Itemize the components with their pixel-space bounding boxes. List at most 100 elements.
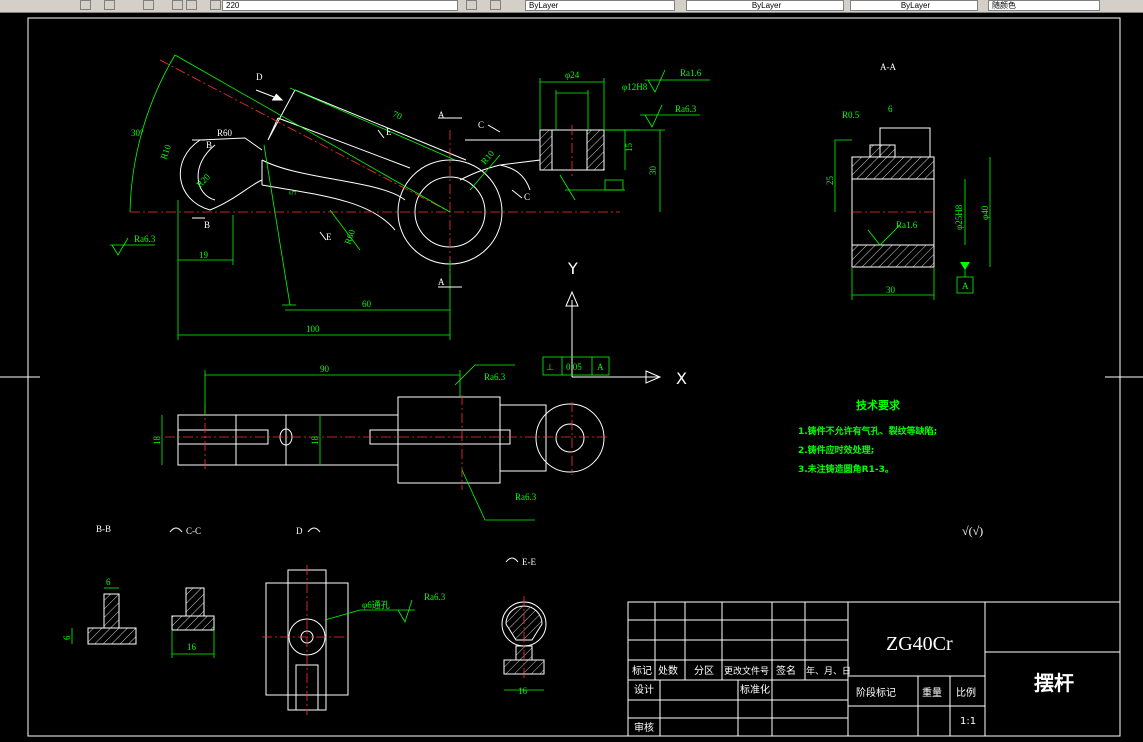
- svg-text:X: X: [676, 369, 687, 388]
- svg-text:√(√): √(√): [962, 524, 983, 538]
- svg-text:18: 18: [152, 436, 162, 446]
- svg-text:R10: R10: [158, 143, 173, 161]
- svg-text:比例: 比例: [956, 686, 976, 699]
- svg-text:R20: R20: [194, 171, 212, 189]
- svg-text:70: 70: [391, 109, 404, 122]
- top-view: 90 18 18 Ra6.3 Ra6.3: [152, 364, 610, 521]
- svg-text:5: 5: [288, 190, 298, 195]
- svg-text:处数: 处数: [658, 664, 678, 677]
- svg-text:Ra6.3: Ra6.3: [675, 104, 697, 114]
- svg-text:A: A: [597, 362, 604, 372]
- cad-drawing: 30° R10 R60 B B R20 D 70 E E 5 R60 R10 A…: [0, 17, 1143, 737]
- tech-requirements: 技术要求 1.铸件不允许有气孔、裂纹等缺陷; 2.铸件应时效处理; 3.未注铸造…: [798, 398, 983, 538]
- svg-text:D: D: [296, 526, 303, 536]
- section-cc: C-C 16: [169, 526, 215, 658]
- svg-text:1:1: 1:1: [960, 716, 976, 727]
- svg-text:60: 60: [362, 299, 372, 309]
- main-view: 30° R10 R60 B B R20 D 70 E E 5 R60 R10 A…: [110, 54, 710, 340]
- plotstyle-dropdown[interactable]: 随颜色: [988, 0, 1100, 11]
- svg-text:18: 18: [310, 436, 320, 446]
- svg-text:15: 15: [624, 143, 634, 153]
- svg-text:0.05: 0.05: [566, 362, 582, 372]
- svg-text:30: 30: [648, 166, 658, 176]
- svg-text:φ40: φ40: [980, 205, 990, 220]
- svg-text:100: 100: [306, 324, 320, 334]
- lineweight-dropdown[interactable]: ByLayer: [850, 0, 978, 11]
- svg-text:标准化: 标准化: [740, 683, 770, 696]
- svg-text:Ra1.6: Ra1.6: [896, 220, 918, 230]
- svg-text:签名: 签名: [776, 664, 796, 677]
- linetype-dropdown[interactable]: ByLayer: [686, 0, 844, 11]
- svg-text:Ra1.6: Ra1.6: [680, 68, 702, 78]
- svg-text:A-A: A-A: [880, 62, 896, 72]
- svg-text:Ra6.3: Ra6.3: [484, 372, 506, 382]
- svg-text:C: C: [478, 120, 484, 130]
- svg-text:25: 25: [825, 176, 835, 186]
- section-aa: A-A R0.5 6 25 φ25H8 φ40 Ra1.6 30 A: [825, 62, 991, 300]
- svg-text:D: D: [256, 72, 263, 82]
- svg-text:16: 16: [187, 642, 197, 652]
- view-d: D φ6通孔 Ra6.3: [262, 526, 446, 715]
- bulb-icon[interactable]: [172, 0, 183, 10]
- svg-text:φ6通孔: φ6通孔: [362, 600, 390, 610]
- svg-text:年、月、日: 年、月、日: [806, 665, 851, 677]
- ucs-axes: Y X ⊥ 0.05 A: [542, 259, 687, 388]
- svg-text:标记: 标记: [632, 665, 652, 677]
- svg-text:30°: 30°: [131, 128, 144, 138]
- section-bb: B-B 6 6: [62, 524, 137, 645]
- section-ee: E-E 16: [501, 557, 547, 696]
- svg-text:φ24: φ24: [565, 70, 580, 80]
- svg-text:重量: 重量: [922, 686, 942, 699]
- svg-text:Y: Y: [567, 259, 578, 278]
- svg-text:B: B: [204, 220, 210, 230]
- svg-text:E-E: E-E: [522, 557, 536, 567]
- svg-text:90: 90: [320, 364, 330, 374]
- svg-text:Ra6.3: Ra6.3: [515, 492, 537, 502]
- svg-text:A: A: [962, 281, 969, 291]
- svg-text:R10: R10: [479, 148, 497, 166]
- svg-text:更改文件号: 更改文件号: [724, 665, 769, 677]
- svg-text:B-B: B-B: [96, 524, 111, 534]
- layer-previous-icon[interactable]: [143, 0, 154, 10]
- svg-text:B: B: [206, 140, 212, 150]
- svg-text:C: C: [524, 192, 530, 202]
- layer-manager-icon[interactable]: [80, 0, 91, 10]
- svg-text:设计: 设计: [634, 683, 654, 696]
- layer-prev-icon[interactable]: [490, 0, 501, 10]
- svg-text:ZG40Cr: ZG40Cr: [886, 633, 953, 655]
- svg-text:C-C: C-C: [186, 526, 201, 536]
- svg-text:16: 16: [518, 686, 528, 696]
- svg-text:R60: R60: [217, 128, 233, 138]
- make-current-icon[interactable]: [466, 0, 477, 10]
- sun-icon[interactable]: [186, 0, 197, 10]
- svg-text:E: E: [386, 127, 392, 137]
- svg-text:6: 6: [62, 635, 72, 640]
- svg-text:E: E: [326, 232, 332, 242]
- svg-text:19: 19: [199, 250, 209, 260]
- svg-text:3.未注铸造圆角R1-3。: 3.未注铸造圆角R1-3。: [798, 463, 894, 475]
- svg-text:Ra6.3: Ra6.3: [134, 234, 156, 244]
- svg-text:6: 6: [106, 577, 111, 587]
- svg-text:1.铸件不允许有气孔、裂纹等缺陷;: 1.铸件不允许有气孔、裂纹等缺陷;: [798, 425, 937, 437]
- svg-text:φ12H8: φ12H8: [622, 82, 648, 92]
- svg-text:分区: 分区: [694, 665, 714, 677]
- properties-toolbar: 220 ByLayer ByLayer ByLayer 随颜色: [0, 0, 1143, 13]
- svg-text:30: 30: [886, 285, 896, 295]
- svg-text:技术要求: 技术要求: [856, 398, 901, 412]
- lock-icon[interactable]: [210, 0, 221, 10]
- svg-text:φ25H8: φ25H8: [954, 204, 964, 230]
- color-dropdown[interactable]: ByLayer: [525, 0, 675, 11]
- svg-text:2.铸件应时效处理;: 2.铸件应时效处理;: [798, 444, 874, 456]
- layer-state-icon[interactable]: [104, 0, 115, 10]
- layer-dropdown[interactable]: 220: [222, 0, 458, 11]
- svg-text:A: A: [438, 110, 445, 120]
- svg-text:审核: 审核: [634, 721, 654, 734]
- svg-text:阶段标记: 阶段标记: [856, 686, 896, 699]
- svg-text:6: 6: [888, 104, 893, 114]
- svg-text:⊥: ⊥: [546, 362, 554, 372]
- svg-text:摆杆: 摆杆: [1034, 671, 1074, 695]
- svg-text:R60: R60: [342, 228, 357, 246]
- svg-text:Ra6.3: Ra6.3: [424, 592, 446, 602]
- drawing-canvas[interactable]: 30° R10 R60 B B R20 D 70 E E 5 R60 R10 A…: [0, 12, 1143, 737]
- title-block: ZG40Cr 摆杆 标记 处数 分区 更改文件号 签名 年、月、日 设计 标准化…: [627, 601, 1121, 737]
